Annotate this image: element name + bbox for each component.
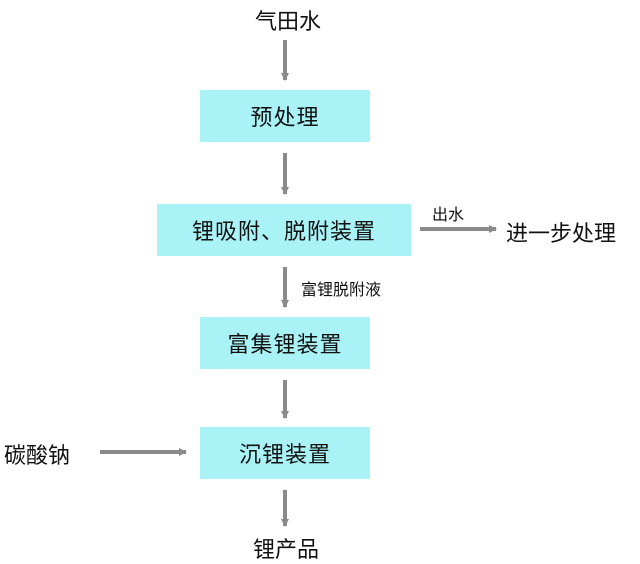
product-label: 锂产品 [252,538,319,563]
input-label: 气田水 [254,10,321,35]
reagent-label: 碳酸钠 [4,444,71,469]
pretreatment-box: 预处理 [200,90,370,142]
enrichment-box: 富集锂装置 [200,317,370,369]
desorption-liquid-label: 富锂脱附液 [301,280,382,299]
precipitation-box: 沉锂装置 [200,427,370,479]
adsorption-box: 锂吸附、脱附装置 [157,204,411,256]
effluent-label: 出水 [432,205,465,224]
effluent-destination-label: 进一步处理 [506,222,617,247]
